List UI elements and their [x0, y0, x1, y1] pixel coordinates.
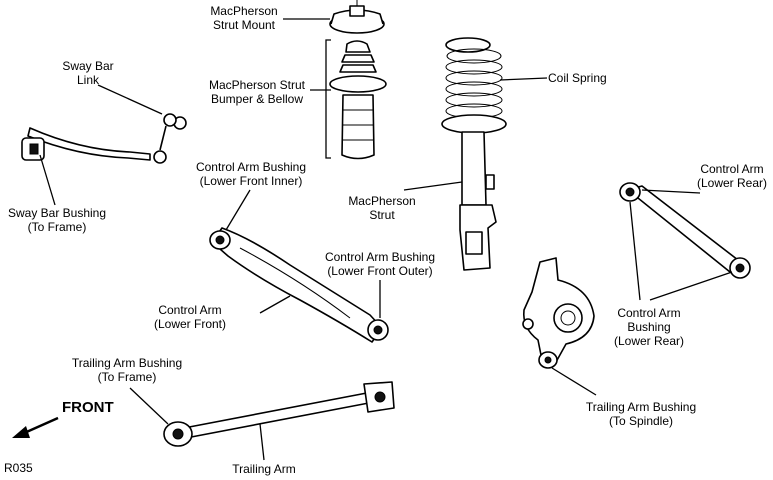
- label-ca-bushing-lower-rear: Control Arm Bushing (Lower Rear): [606, 306, 692, 348]
- control-arm-lower-front-part: [209, 227, 389, 343]
- sway-bar-part: [21, 127, 151, 161]
- label-front-text: FRONT: [62, 399, 114, 416]
- label-bumper-bellow-line2: Bumper & Bellow: [210, 92, 304, 106]
- bumper-bellow-part: [329, 40, 387, 160]
- label-ca-bushing-rear-line1: Control Arm: [617, 306, 681, 320]
- label-sway-bar-bushing: Sway Bar Bushing (To Frame): [3, 206, 111, 234]
- label-macpherson-strut: MacPherson Strut: [344, 194, 420, 222]
- label-ta-bushing-spindle-line1: Trailing Arm Bushing: [585, 400, 697, 414]
- label-ca-lower-front-line1: Control Arm: [158, 303, 222, 317]
- coil-spring-part: [441, 37, 507, 134]
- label-ca-bushing-lower-front-outer: Control Arm Bushing (Lower Front Outer): [318, 250, 442, 278]
- label-ca-bushing-outer-line1: Control Arm Bushing: [324, 250, 436, 264]
- macpherson-strut-part: [459, 131, 497, 271]
- label-coil-spring-text: Coil Spring: [548, 71, 607, 85]
- label-ca-bushing-rear-line2: Bushing: [627, 320, 671, 334]
- label-ca-lower-front-line2: (Lower Front): [153, 317, 227, 331]
- figure-code-text: R035: [4, 461, 33, 475]
- bumper-bracket: [325, 39, 331, 159]
- label-ca-bushing-inner-line1: Control Arm Bushing: [195, 160, 307, 174]
- label-trailing-arm-bushing-frame: Trailing Arm Bushing (To Frame): [62, 356, 192, 384]
- label-ca-lower-rear-line2: (Lower Rear): [696, 176, 768, 190]
- leader-lines: [39, 18, 733, 461]
- label-control-arm-lower-rear: Control Arm (Lower Rear): [692, 162, 772, 190]
- label-control-arm-lower-front: Control Arm (Lower Front): [150, 303, 230, 331]
- strut-mount-part: [329, 0, 385, 34]
- sway-bar-link-part: [153, 113, 187, 164]
- label-ca-bushing-rear-line3: (Lower Rear): [613, 334, 685, 348]
- label-sway-bar-bushing-line2: (To Frame): [27, 220, 87, 234]
- label-trailing-arm-bushing-spindle: Trailing Arm Bushing (To Spindle): [576, 400, 706, 428]
- label-sway-bar-bushing-line1: Sway Bar Bushing: [7, 206, 107, 220]
- label-front: FRONT: [62, 399, 114, 416]
- control-arm-lower-rear-part: [619, 182, 751, 279]
- label-trailing-arm: Trailing Arm: [229, 462, 299, 476]
- label-ta-bushing-frame-line2: (To Frame): [97, 370, 157, 384]
- spindle-knuckle-part: [522, 257, 595, 369]
- label-ca-lower-rear-line1: Control Arm: [700, 162, 764, 176]
- label-strut-mount-line1: MacPherson: [210, 4, 278, 18]
- label-ta-bushing-spindle-line2: (To Spindle): [608, 414, 674, 428]
- label-bumper-bellow-line1: MacPherson Strut: [208, 78, 306, 92]
- front-arrow-icon: [12, 416, 59, 438]
- label-strut-mount-line2: Strut Mount: [212, 18, 276, 32]
- trailing-arm-part: [163, 381, 395, 447]
- label-sway-bar-link-line2: Link: [76, 73, 99, 87]
- label-macpherson-strut-line1: MacPherson: [348, 194, 416, 208]
- label-trailing-arm-text: Trailing Arm: [232, 462, 296, 476]
- label-ca-bushing-outer-line2: (Lower Front Outer): [327, 264, 433, 278]
- label-ta-bushing-frame-line1: Trailing Arm Bushing: [71, 356, 183, 370]
- label-bumper-bellow: MacPherson Strut Bumper & Bellow: [201, 78, 313, 106]
- label-sway-bar-link-line1: Sway Bar: [62, 59, 114, 73]
- label-ca-bushing-lower-front-inner: Control Arm Bushing (Lower Front Inner): [191, 160, 311, 188]
- label-ca-bushing-inner-line2: (Lower Front Inner): [199, 174, 303, 188]
- label-macpherson-strut-line2: Strut: [369, 208, 395, 222]
- label-sway-bar-link: Sway Bar Link: [58, 59, 118, 87]
- label-strut-mount: MacPherson Strut Mount: [199, 4, 289, 32]
- label-coil-spring: Coil Spring: [548, 71, 607, 85]
- figure-code: R035: [4, 461, 33, 475]
